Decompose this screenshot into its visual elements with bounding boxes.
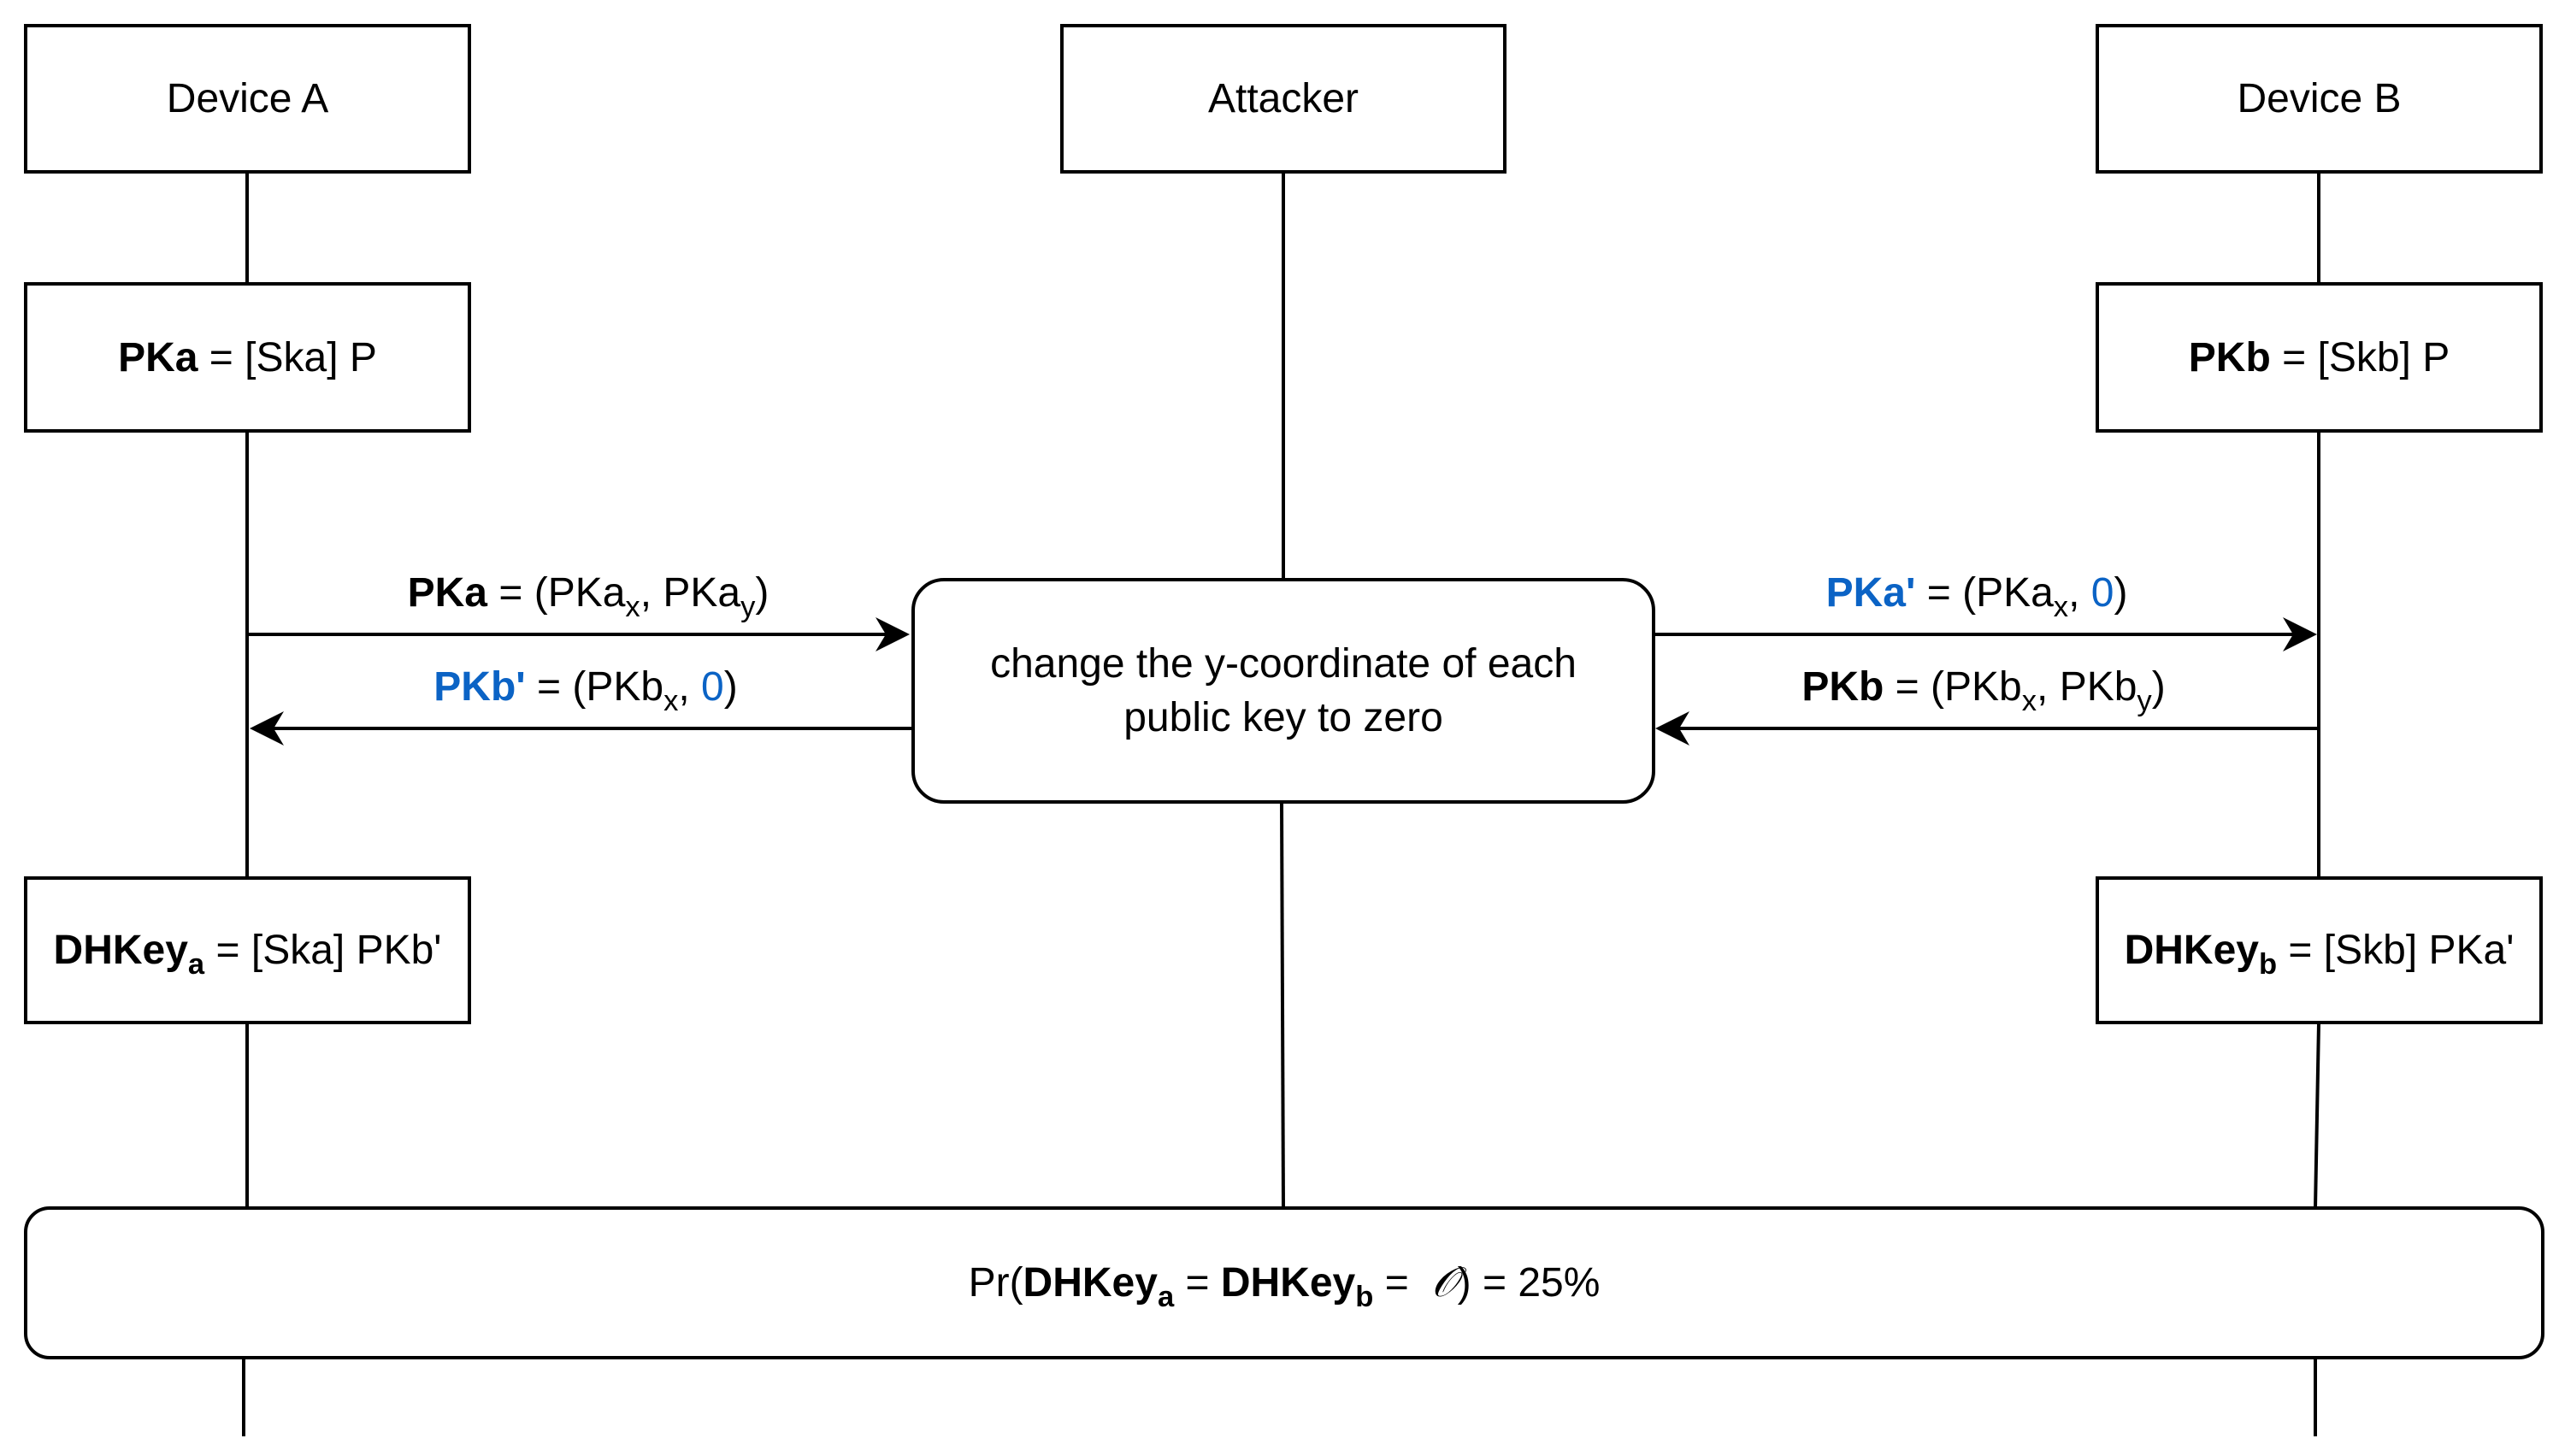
key-expr: = [Ska] P — [209, 334, 377, 380]
subscript: x — [2053, 591, 2069, 624]
result-key: DHKey — [1023, 1260, 1158, 1306]
message-text: , PKa — [640, 570, 741, 616]
result-box: Pr(DHKeya = DHKeyb = 𝒪) = 25% — [24, 1206, 2544, 1359]
attacker-action-line1: change the y-coordinate of each — [990, 641, 1577, 687]
message-key: PKa — [407, 570, 487, 616]
message-text: = (PKa — [1926, 570, 2054, 616]
keygen-box-b: PKb = [Skb] P — [2096, 282, 2543, 433]
result-key: DHKey — [1220, 1260, 1356, 1306]
zero-value: 0 — [701, 664, 724, 710]
result-text: = — [1373, 1260, 1432, 1306]
participant-label: Device A — [166, 76, 329, 121]
lifeline-attacker — [1280, 801, 1285, 1209]
message-text: = (PKb — [537, 664, 664, 710]
message-a-to-attacker: PKa = (PKax, PKay) — [407, 569, 769, 622]
key-name: PKb — [2188, 334, 2271, 380]
subscript: y — [740, 591, 756, 624]
dhkey-box-b: DHKeyb = [Skb] PKa' — [2096, 876, 2543, 1024]
subscript: b — [1355, 1281, 1374, 1314]
message-key: PKb' — [433, 664, 526, 710]
participant-device-a: Device A — [24, 24, 471, 174]
participant-attacker: Attacker — [1060, 24, 1507, 174]
message-text: , — [2068, 570, 2091, 616]
message-text: = (PKa — [498, 570, 626, 616]
subscript: x — [625, 591, 640, 624]
subscript: a — [187, 948, 205, 981]
key-name: PKa — [118, 334, 198, 380]
message-text: ) — [2151, 664, 2166, 710]
attacker-action-box: change the y-coordinate of each public k… — [911, 578, 1655, 804]
message-attacker-to-a: PKb' = (PKbx, 0) — [433, 663, 738, 716]
result-text: = — [1174, 1260, 1221, 1306]
subscript: y — [2137, 685, 2152, 718]
lifeline-device-b — [2314, 1023, 2320, 1209]
dhkey-expr: = [Ska] PKb' — [215, 928, 442, 973]
result-text: ) = 25% — [1457, 1260, 1601, 1306]
participant-device-b: Device B — [2096, 24, 2543, 174]
result-expression: Pr(DHKeya = DHKeyb = 𝒪) = 25% — [968, 1259, 1601, 1312]
dhkey-box-a: DHKeya = [Ska] PKb' — [24, 876, 471, 1024]
subscript: x — [663, 685, 679, 718]
participant-label: Device B — [2237, 76, 2402, 121]
message-attacker-to-b: PKa' = (PKax, 0) — [1825, 569, 2128, 622]
zero-value: 0 — [2090, 570, 2114, 616]
message-text: = (PKb — [1895, 664, 2022, 710]
dhkey-name: DHKey — [53, 928, 188, 973]
message-b-to-attacker: PKb = (PKbx, PKby) — [1801, 663, 2166, 716]
message-key: PKb — [1801, 664, 1884, 710]
message-key: PKa' — [1825, 570, 1916, 616]
dhkey-expr: = [Skb] PKa' — [2288, 928, 2515, 973]
message-text: ) — [2114, 570, 2128, 616]
point-at-infinity-symbol: 𝒪 — [1431, 1259, 1458, 1306]
keygen-box-a: PKa = [Ska] P — [24, 282, 471, 433]
message-text: ) — [723, 664, 738, 710]
subscript: b — [2258, 948, 2278, 981]
subscript: x — [2021, 685, 2037, 718]
message-text: ) — [755, 570, 769, 616]
result-text: Pr( — [968, 1260, 1023, 1306]
participant-label: Attacker — [1207, 76, 1359, 121]
message-text: , PKb — [2037, 664, 2137, 710]
subscript: a — [1157, 1281, 1175, 1314]
attacker-action-line2: public key to zero — [1123, 695, 1443, 740]
key-expr: = [Skb] P — [2282, 334, 2450, 380]
dhkey-name: DHKey — [2124, 928, 2259, 973]
message-text: , — [678, 664, 702, 710]
